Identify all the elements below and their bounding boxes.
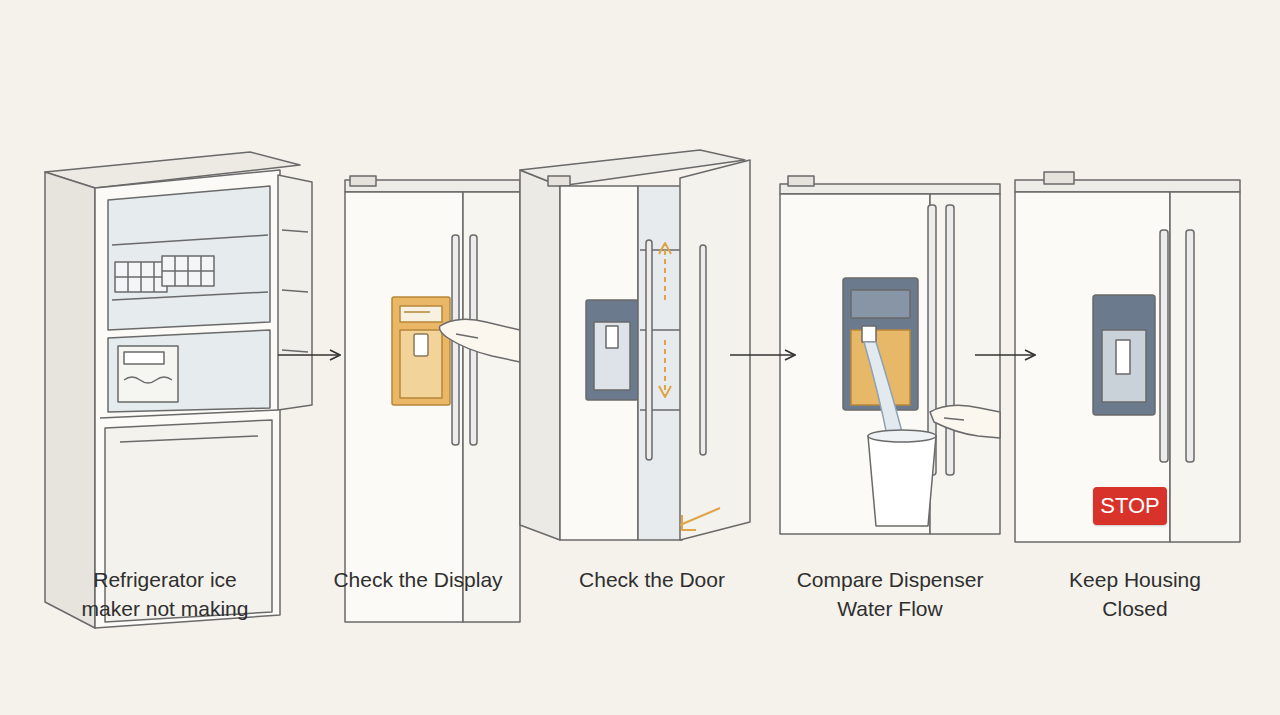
door-fridge-part [638, 186, 682, 540]
door-fridge-part [664, 340, 666, 395]
open-fridge-part [282, 350, 308, 352]
water-fridge-part [946, 205, 954, 475]
open-fridge-part [45, 172, 95, 628]
closed-fridge-part [1015, 192, 1170, 542]
display-fridge-part [414, 334, 428, 356]
water-fridge-part [944, 418, 964, 420]
open-fridge-part [115, 276, 167, 278]
step-caption: Check the Door [552, 565, 752, 594]
flow-arrow [730, 354, 795, 356]
open-fridge-part [112, 292, 268, 300]
door-fridge-part [682, 515, 696, 530]
closed-fridge [1015, 172, 1240, 542]
door-fridge [520, 150, 750, 540]
door-fridge-part [680, 160, 750, 540]
open-fridge-part [105, 420, 272, 622]
door-fridge-part [700, 245, 706, 455]
stop-text: STOP [1100, 493, 1160, 519]
closed-fridge-part [1186, 230, 1194, 462]
step-panel: Compare Dispenser Water Flow [795, 130, 975, 580]
water-fridge-part [864, 342, 904, 440]
closed-fridge-part [1044, 172, 1074, 184]
display-fridge-part [456, 334, 478, 338]
door-fridge-part [646, 240, 652, 460]
water-fridge [780, 176, 1000, 534]
stop-sign: STOP [1093, 487, 1167, 525]
door-fridge-part [548, 176, 570, 186]
display-fridge-part [439, 319, 520, 362]
closed-fridge-part [1102, 330, 1146, 402]
display-fridge-part [345, 192, 463, 622]
step-panel: Refrigerator ice maker not making [45, 130, 278, 580]
closed-fridge-part [1093, 295, 1155, 415]
open-fridge-part [118, 346, 178, 402]
display-fridge-part [400, 306, 442, 322]
step-caption: Check the Display [308, 565, 528, 594]
display-fridge-part [463, 192, 520, 622]
water-fridge-part [788, 176, 814, 186]
open-fridge-part [124, 377, 172, 383]
door-fridge-part [680, 508, 720, 525]
door-fridge-part [520, 170, 560, 540]
flow-arrow [975, 354, 1035, 356]
door-fridge-part [664, 245, 666, 300]
door-fridge-part [606, 326, 618, 348]
display-fridge-part [400, 330, 442, 398]
door-fridge-part [659, 243, 671, 254]
door-fridge-part [659, 386, 671, 397]
step-panel: Keep Housing ClosedSTOP [1035, 130, 1240, 580]
open-fridge-part [115, 262, 167, 292]
open-fridge-part [112, 235, 268, 245]
open-fridge [45, 152, 312, 628]
open-fridge-part [95, 170, 280, 628]
closed-fridge-part [1116, 340, 1130, 374]
open-fridge-part [282, 290, 308, 292]
display-fridge-part [392, 297, 450, 405]
open-fridge-part [120, 436, 258, 442]
display-fridge [345, 176, 520, 622]
step-caption: Compare Dispenser Water Flow [790, 565, 990, 623]
water-fridge-part [868, 436, 936, 526]
water-fridge-part [930, 194, 1000, 534]
open-fridge-part [108, 186, 270, 330]
step-caption: Keep Housing Closed [1055, 565, 1215, 623]
display-fridge-part [350, 176, 376, 186]
door-fridge-part [560, 186, 638, 540]
display-fridge-part [404, 311, 430, 313]
water-fridge-part [930, 405, 1000, 438]
step-caption: Refrigerator ice maker not making [65, 565, 265, 623]
step-panel: Check the Door [520, 130, 730, 580]
door-fridge-part [586, 300, 638, 400]
water-fridge-part [862, 326, 876, 342]
open-fridge-part [100, 410, 278, 418]
closed-fridge-part [1160, 230, 1168, 462]
open-fridge-part [124, 352, 164, 364]
open-fridge-part [282, 230, 308, 232]
open-fridge-part [162, 256, 214, 286]
closed-fridge-part [1170, 192, 1240, 542]
flow-arrow [278, 354, 340, 356]
door-fridge-part [594, 322, 630, 390]
open-fridge-part [162, 270, 214, 272]
water-fridge-part [851, 290, 910, 318]
water-fridge-part [868, 430, 936, 442]
step-panel: Check the Display [340, 130, 520, 580]
open-fridge-part [108, 330, 270, 412]
open-fridge-part [278, 175, 312, 410]
